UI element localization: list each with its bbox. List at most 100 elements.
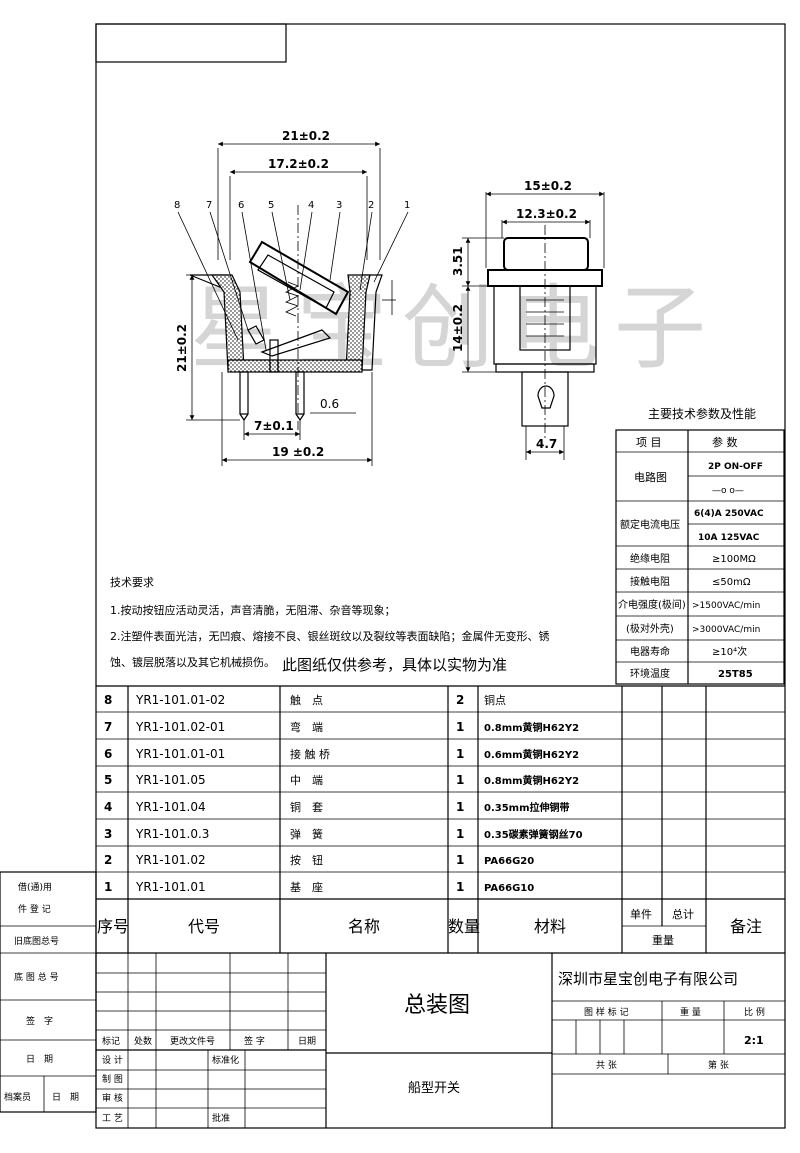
bom-qty: 1	[456, 800, 464, 814]
bom-qty: 1	[456, 747, 464, 761]
bom-no: 7	[104, 720, 112, 734]
bom-no: 1	[104, 880, 112, 894]
bom-header-qty: 数量	[448, 917, 480, 936]
bom-material: 0.35mm拉伸铜带	[484, 801, 570, 814]
rev-header-date: 日期	[298, 1036, 316, 1047]
spec-item-life: 电器寿命	[630, 645, 670, 658]
spec-table-title: 主要技术参数及性能	[648, 406, 756, 421]
rev-header-mark: 标记	[102, 1035, 120, 1047]
bom-rows: 8 YR1-101.01-02 触 点 2 铜点 7 YR1-101.02-01…	[104, 693, 583, 894]
bom-header-material: 材料	[534, 917, 566, 936]
role-check: 审 核	[102, 1092, 123, 1104]
bom-qty: 1	[456, 720, 464, 734]
bom-name: 接 触 桥	[290, 747, 330, 761]
side-view	[462, 191, 605, 460]
bom-no: 5	[104, 773, 112, 787]
left-strip-date-2: 日 期	[52, 1092, 79, 1103]
spec-item-contact: 接触电阻	[630, 575, 670, 588]
spec-table	[615, 429, 785, 685]
left-strip-date: 日 期	[26, 1054, 53, 1065]
bom-name: 中 端	[290, 774, 323, 787]
spec-item-dielectric-case: (极对外壳)	[626, 622, 674, 635]
bom-no: 6	[104, 747, 112, 761]
bom-name: 触 点	[290, 693, 323, 707]
balloon-1: 1	[404, 200, 410, 211]
bom-code: YR1-101.02-01	[135, 720, 225, 734]
spec-item-temp: 环境温度	[630, 667, 670, 680]
tech-req-line-2: 2.注塑件表面光洁，无凹痕、熔接不良、银丝斑纹以及裂纹等表面缺陷；金属件无变形、…	[110, 629, 550, 643]
rev-header-sign: 签 字	[244, 1035, 265, 1047]
scale-value: 2:1	[744, 1034, 764, 1047]
spec-item-rated: 额定电流电压	[620, 518, 680, 531]
rev-header-file: 更改文件号	[170, 1035, 215, 1047]
left-strip-archivist: 档案员	[4, 1091, 31, 1103]
role-process: 工 艺	[102, 1113, 123, 1124]
bom-qty: 1	[456, 853, 464, 867]
label-stage-mark: 图 样 标 记	[584, 1006, 629, 1018]
left-strip-register: 件 登 记	[18, 903, 51, 915]
left-strip-old-base-no: 旧底图总号	[14, 935, 59, 947]
spec-val-contact: ≤50mΩ	[712, 577, 751, 588]
spec-item-dielectric-pole: 介电强度(极间)	[618, 598, 686, 611]
bom-no: 2	[104, 853, 112, 867]
bom-header-no: 序号	[97, 917, 129, 936]
spec-val-rated-1: 6(4)A 250VAC	[694, 509, 764, 519]
bom-header-code: 代号	[188, 917, 220, 936]
side-dim-pin: 4.7	[536, 437, 557, 451]
bom-code: YR1-101.01	[135, 880, 206, 894]
bom-material: 0.6mm黄铜H62Y2	[484, 748, 579, 761]
bom-name: 按 钮	[290, 853, 323, 867]
label-standardization: 标准化	[212, 1054, 239, 1066]
bom-qty: 2	[456, 693, 464, 707]
bom-material: PA66G20	[484, 856, 534, 867]
bom-qty: 1	[456, 773, 464, 787]
bom-code: YR1-101.01-02	[135, 693, 225, 707]
bom-material: 0.8mm黄铜H62Y2	[484, 774, 579, 787]
spec-val-dielectric-case: >3000VAC/min	[692, 625, 760, 635]
left-strip-sign: 签 字	[26, 1015, 53, 1027]
tech-req-line-1: 1.按动按钮应活动灵活，声音清脆，无阻滞、杂音等现象；	[110, 603, 396, 617]
side-dim-body: 14±0.2	[451, 304, 465, 352]
product-name: 船型开关	[408, 1081, 460, 1096]
spec-val-insulation: ≥100MΩ	[712, 554, 756, 565]
bom-code: YR1-101.0.3	[135, 827, 209, 841]
side-dim-cap: 3.51	[451, 246, 465, 276]
bom-name: 基 座	[290, 880, 323, 894]
side-dim-width-inner: 12.3±0.2	[516, 207, 577, 221]
left-strip-borrow: 借(通)用	[18, 881, 52, 893]
label-sheet-no: 第 张	[708, 1059, 729, 1071]
front-dim-height: 21±0.2	[175, 324, 189, 372]
front-view	[177, 141, 409, 466]
bom-code: YR1-101.05	[135, 773, 206, 787]
drawing-title: 总装图	[404, 993, 470, 1018]
bom-table	[96, 685, 785, 954]
sheet-frame	[95, 23, 786, 1129]
reference-note: 此图纸仅供参考，具体以实物为准	[282, 656, 507, 674]
tech-req-title: 技术要求	[110, 576, 154, 589]
balloon-7: 7	[206, 200, 212, 211]
balloon-8: 8	[174, 200, 180, 211]
side-dim-width-outer: 15±0.2	[524, 179, 572, 193]
bom-material: 0.35碳素弹簧钢丝70	[484, 828, 583, 841]
bom-material: PA66G10	[484, 883, 534, 894]
label-total-sheets: 共 张	[596, 1060, 617, 1071]
part-balloons: 8 7 6 5 4 3 2 1	[174, 200, 410, 211]
role-draft: 制 图	[102, 1073, 123, 1085]
balloon-3: 3	[336, 200, 342, 211]
spec-item-circuit: 电路图	[634, 471, 667, 484]
left-strip-base-no: 底 图 总 号	[14, 971, 59, 983]
role-design: 设 计	[102, 1054, 123, 1066]
bom-no: 8	[104, 693, 112, 707]
bom-name: 铜 套	[290, 800, 323, 814]
label-scale: 比 例	[744, 1006, 765, 1018]
spec-header-item: 项 目	[636, 436, 662, 449]
front-dim-width-inner: 17.2±0.2	[268, 157, 329, 171]
spec-header-param: 参 数	[712, 435, 738, 449]
bom-code: YR1-101.04	[135, 800, 206, 814]
spec-val-circuit: 2P ON-OFF	[708, 462, 763, 472]
label-approve: 批准	[212, 1112, 230, 1124]
bom-header-unit: 单件	[630, 908, 652, 921]
bom-material: 铜点	[484, 693, 506, 707]
bom-material: 0.8mm黄铜H62Y2	[484, 721, 579, 734]
